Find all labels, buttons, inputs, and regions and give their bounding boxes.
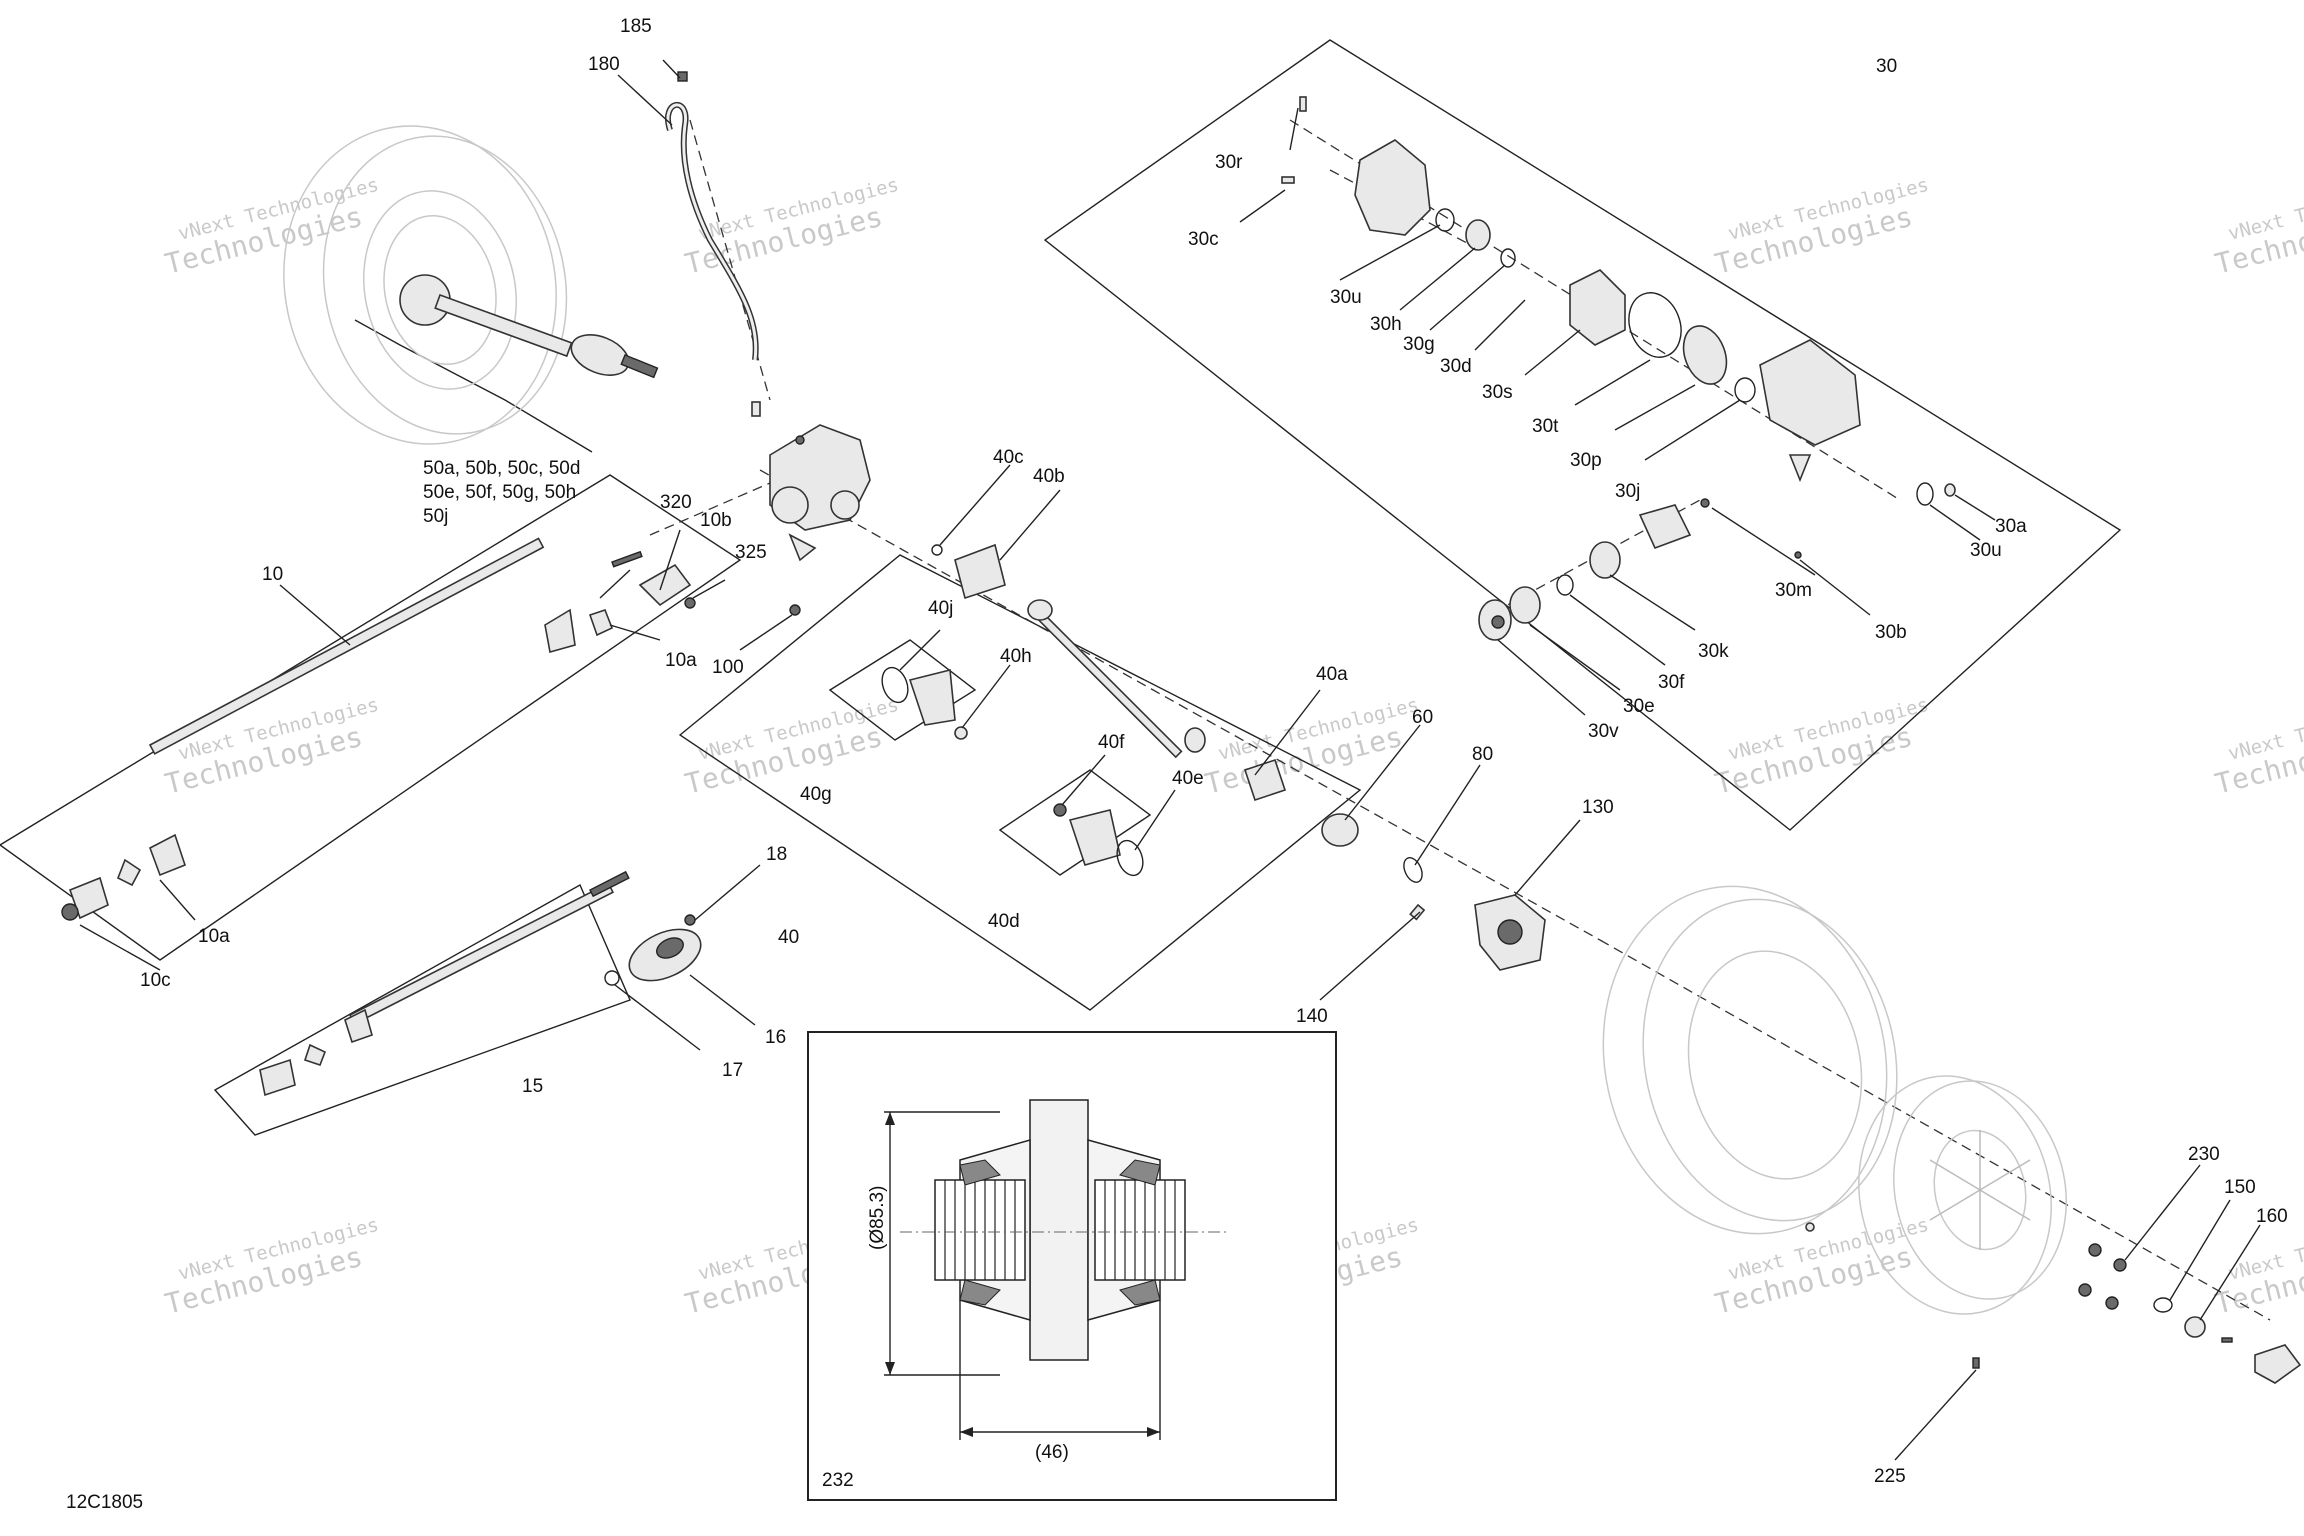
callout-labels: 185 180 30 30r 30c 30u 30h 30g 30d 30s 3… — [66, 16, 2288, 1513]
callout-232: 232 — [822, 1470, 854, 1491]
callout-40e: 40e — [1172, 768, 1204, 789]
callout-40h: 40h — [1000, 646, 1032, 667]
callout-30p: 30p — [1570, 450, 1602, 471]
frame-50 — [354, 319, 593, 453]
callout-50-line3: 50j — [423, 506, 448, 527]
callout-16: 16 — [765, 1027, 786, 1048]
callout-130: 130 — [1582, 797, 1614, 818]
callout-30s: 30s — [1482, 382, 1513, 403]
frame-40 — [678, 554, 1362, 1011]
frame-40g — [828, 639, 977, 741]
callout-325: 325 — [735, 542, 767, 563]
callout-30r: 30r — [1215, 152, 1243, 173]
leader-lines — [79, 59, 2261, 1461]
drive-shaft-10 — [61, 537, 614, 921]
callout-30: 30 — [1876, 56, 1897, 77]
callout-10: 10 — [262, 564, 283, 585]
callout-60: 60 — [1412, 707, 1433, 728]
right-wheel-rim — [1858, 1075, 2067, 1315]
callout-40g: 40g — [800, 784, 832, 805]
callout-40b: 40b — [1033, 466, 1065, 487]
callout-30k: 30k — [1698, 641, 1729, 662]
callout-50-line1: 50a, 50b, 50c, 50d — [423, 458, 580, 479]
callout-10a: 10a — [665, 650, 697, 671]
dimension-width: (46) — [1035, 1442, 1069, 1463]
callout-10c: 10c — [140, 970, 171, 991]
breather-tube-180 — [665, 71, 761, 417]
frame-30 — [1043, 39, 2122, 831]
callout-185: 185 — [620, 16, 652, 37]
callout-30j: 30j — [1615, 481, 1640, 502]
right-tire — [1602, 885, 1898, 1235]
callout-50-line2: 50e, 50f, 50g, 50h — [423, 482, 576, 503]
frame-15 — [213, 884, 631, 1136]
group-frames — [0, 39, 2122, 1136]
callout-30f: 30f — [1658, 672, 1685, 693]
callout-30a: 30a — [1995, 516, 2027, 537]
callout-30c: 30c — [1188, 229, 1219, 250]
callout-30b: 30b — [1875, 622, 1907, 643]
callout-180: 180 — [588, 54, 620, 75]
hub-130 — [1474, 894, 1546, 971]
callout-225: 225 — [1874, 1466, 1906, 1487]
callout-10a-lower: 10a — [198, 926, 230, 947]
callout-30u-right: 30u — [1970, 540, 2002, 561]
callout-40f: 40f — [1098, 732, 1125, 753]
callout-15: 15 — [522, 1076, 543, 1097]
rear-differential-30 — [1281, 96, 1956, 641]
callout-230: 230 — [2188, 1144, 2220, 1165]
axle-shaft-50 — [399, 274, 659, 379]
dimension-diameter: (Ø85.3) — [867, 1186, 888, 1250]
callout-160: 160 — [2256, 1206, 2288, 1227]
callout-140: 140 — [1296, 1006, 1328, 1027]
callout-100: 100 — [712, 657, 744, 678]
callout-40a: 40a — [1316, 664, 1348, 685]
callout-30e: 30e — [1623, 696, 1655, 717]
inset-232: (Ø85.3) (46) 232 — [807, 1031, 1337, 1501]
callout-18: 18 — [766, 844, 787, 865]
wheel-hardware — [1805, 1222, 2302, 1384]
callout-30v: 30v — [1588, 721, 1619, 742]
callout-40: 40 — [778, 927, 799, 948]
diagram-code: 12C1805 — [66, 1492, 143, 1513]
prop-shaft-40 — [881, 543, 1426, 921]
callout-30h: 30h — [1370, 314, 1402, 335]
callout-320: 320 — [660, 492, 692, 513]
callout-30m: 30m — [1775, 580, 1812, 601]
callout-30u: 30u — [1330, 287, 1362, 308]
callout-30d: 30d — [1440, 356, 1472, 377]
callout-150: 150 — [2224, 1177, 2256, 1198]
callout-40d: 40d — [988, 911, 1020, 932]
drive-shaft-15 — [259, 870, 702, 1097]
callout-17: 17 — [722, 1060, 743, 1081]
frame-10 — [0, 474, 742, 961]
bracket-10b — [611, 550, 801, 616]
callout-30g: 30g — [1403, 334, 1435, 355]
callout-30t: 30t — [1532, 416, 1559, 437]
callout-10b: 10b — [700, 510, 732, 531]
callout-40j: 40j — [928, 598, 953, 619]
callout-80: 80 — [1472, 744, 1493, 765]
front-differential — [769, 424, 871, 562]
left-tire — [283, 125, 568, 445]
frame-40d — [998, 769, 1152, 876]
callout-40c: 40c — [993, 447, 1024, 468]
